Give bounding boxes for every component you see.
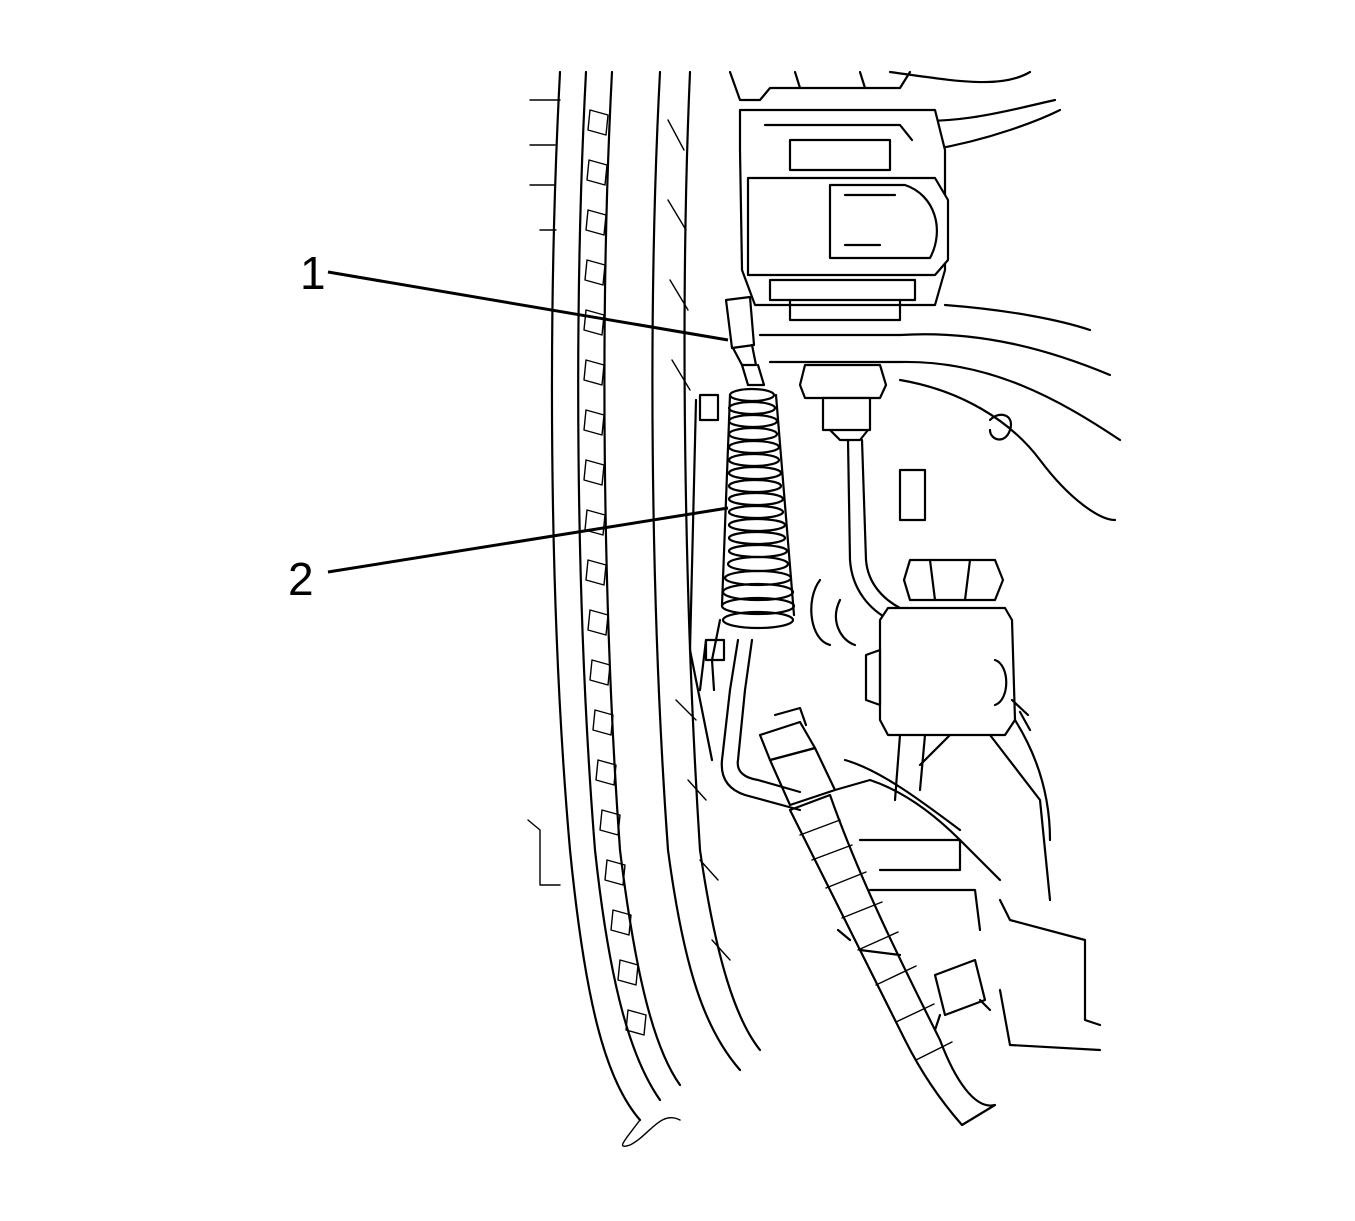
caliper-body [810, 558, 1102, 1052]
brake-rotor [527, 70, 762, 1147]
leader-line-1 [327, 270, 729, 342]
callout-2: 2 [288, 553, 314, 605]
spring-guard [720, 387, 796, 630]
leader-line-2 [327, 506, 729, 574]
brake-hose [758, 706, 1002, 1127]
brake-line [758, 303, 1122, 622]
callout-1: 1 [300, 247, 326, 299]
sensor-wire [688, 295, 802, 812]
caliper-bracket [728, 70, 1062, 322]
